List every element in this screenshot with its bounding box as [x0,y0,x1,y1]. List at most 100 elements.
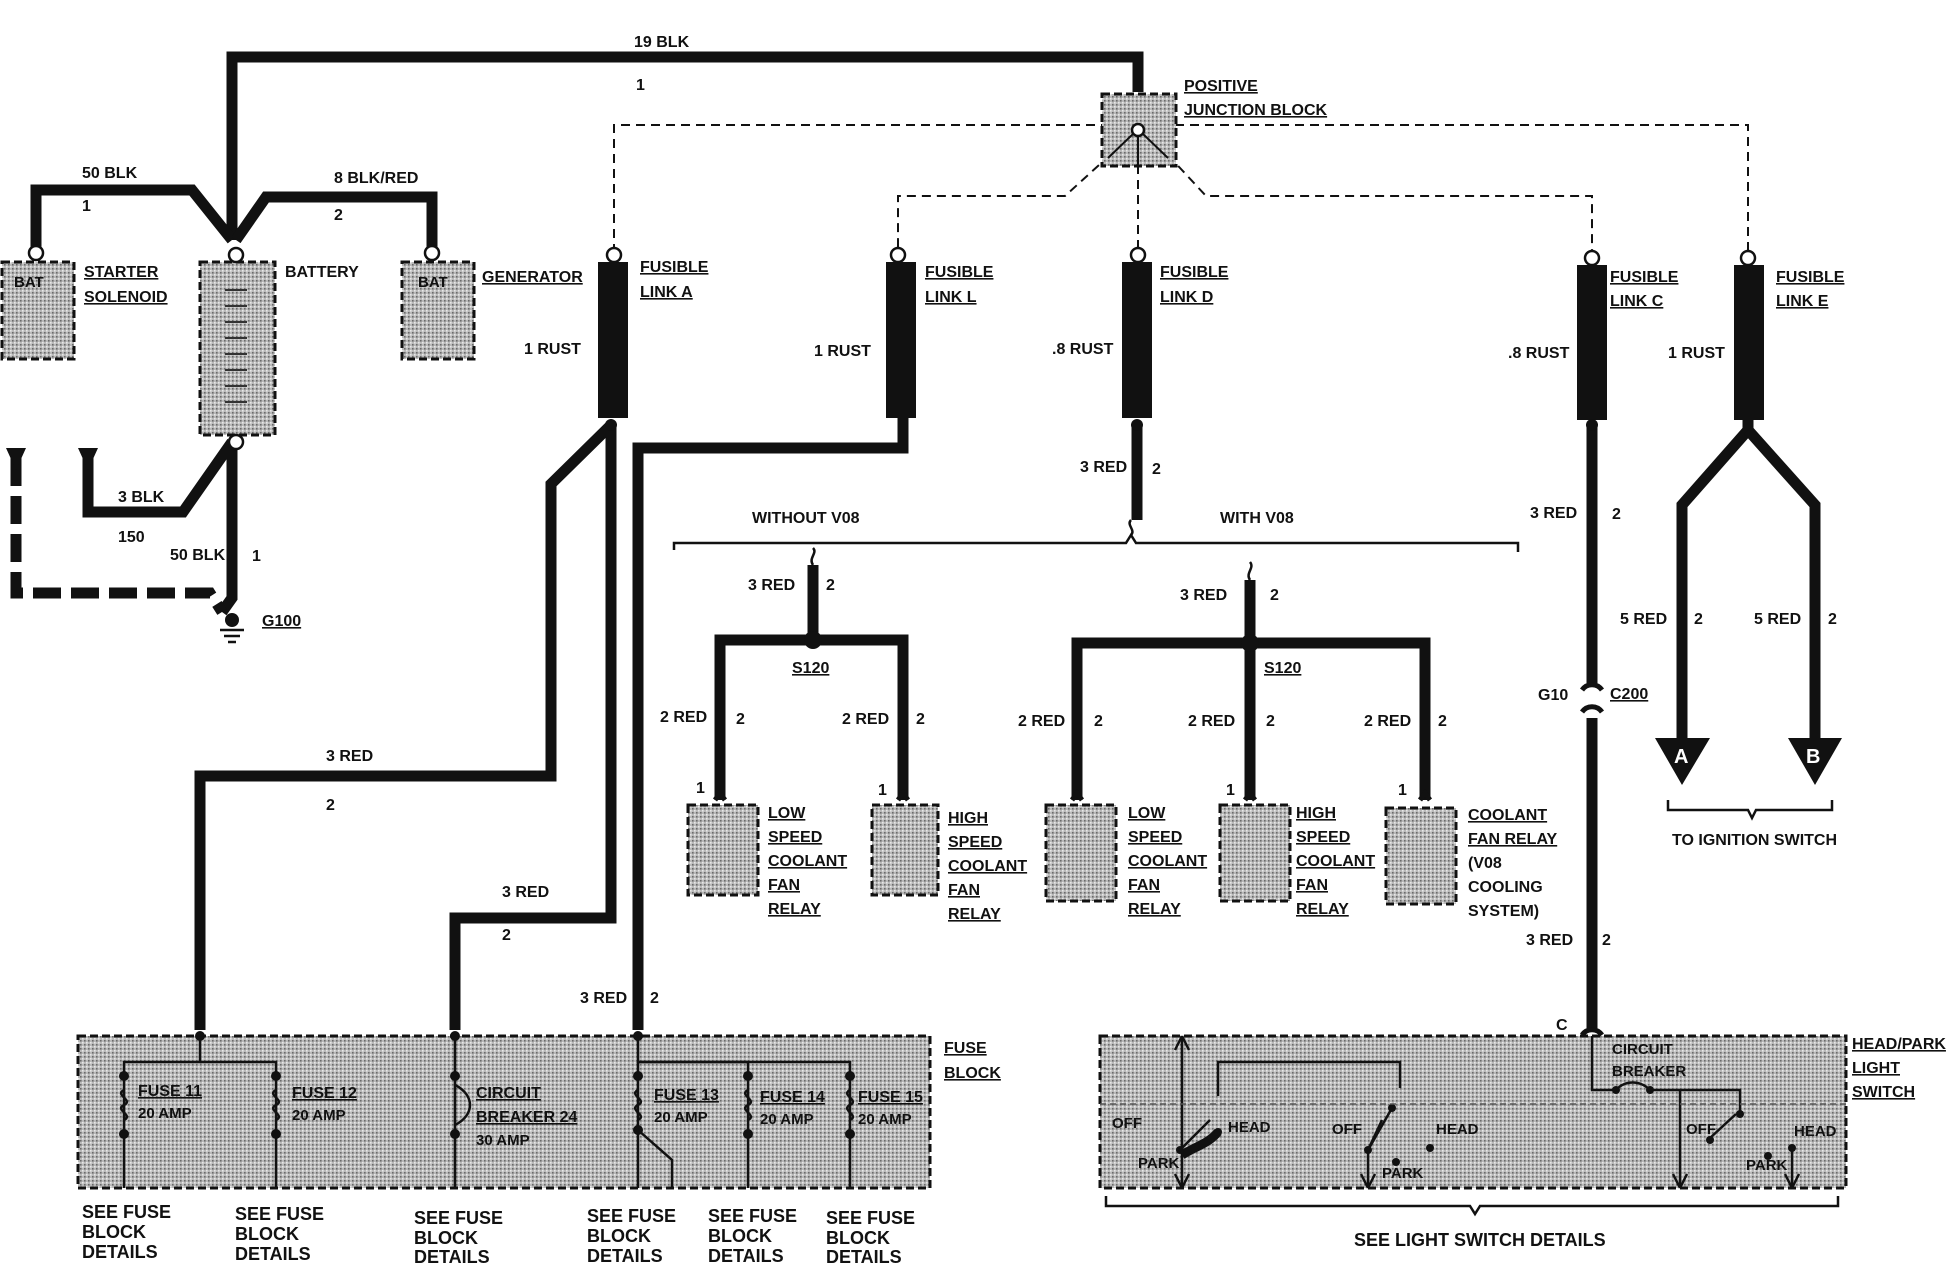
switch-2-positions: OFF HEAD PARK [1332,1121,1479,1182]
circuit-breaker-24: CIRCUIT BREAKER 24 30 AMP [476,1085,577,1149]
positive-junction-block: POSITIVE JUNCTION BLOCK [1100,78,1328,168]
wire-labels: 19 BLK 1 50 BLK 1 8 BLK/RED 2 3 BLK 150 … [82,34,1837,1007]
svg-text:50 BLK: 50 BLK [82,165,138,182]
svg-text:2: 2 [1438,713,1447,730]
svg-text:CIRCUIT: CIRCUIT [1612,1041,1673,1058]
see-fuse-details-2: SEE FUSE BLOCK DETAILS [235,1204,324,1264]
svg-text:HEAD: HEAD [1794,1123,1837,1140]
starter-solenoid: BAT STARTER SOLENOID [0,244,168,361]
svg-text:SYSTEM): SYSTEM) [1468,903,1539,920]
svg-text:FAN: FAN [768,877,800,894]
svg-text:150: 150 [118,529,145,546]
svg-text:RELAY: RELAY [1128,901,1181,918]
svg-text:FUSE 14: FUSE 14 [760,1089,825,1106]
v08-branch-brace: WITHOUT V08 WITH V08 [672,510,1520,581]
svg-text:3 RED: 3 RED [1526,932,1573,949]
svg-text:2: 2 [736,711,745,728]
see-fuse-details-5: SEE FUSE BLOCK DETAILS [708,1206,797,1264]
svg-text:RELAY: RELAY [768,901,821,918]
svg-text:1: 1 [878,782,887,799]
svg-text:LINK L: LINK L [925,289,977,306]
svg-text:SPEED: SPEED [948,834,1002,851]
svg-text:LINK A: LINK A [640,284,693,301]
fuse-details-notes: SEE FUSE BLOCK DETAILS SEE FUSE BLOCK DE… [82,1202,915,1264]
svg-text:DETAILS: DETAILS [235,1244,311,1264]
svg-text:20 AMP: 20 AMP [760,1111,814,1128]
svg-text:2: 2 [326,797,335,814]
svg-text:2: 2 [650,990,659,1007]
svg-text:BLOCK: BLOCK [826,1228,890,1248]
ground-label: G100 [262,613,301,630]
svg-text:SEE FUSE: SEE FUSE [708,1206,797,1226]
svg-text:20 AMP: 20 AMP [654,1109,708,1126]
svg-text:BATTERY: BATTERY [285,264,359,281]
svg-text:2: 2 [1094,713,1103,730]
svg-text:1: 1 [636,77,645,94]
svg-text:G10: G10 [1538,687,1568,704]
svg-text:HEAD: HEAD [1228,1119,1271,1136]
svg-text:HIGH: HIGH [1296,805,1336,822]
svg-text:2: 2 [1694,611,1703,628]
generator: BAT GENERATOR [400,244,583,361]
svg-text:2: 2 [1266,713,1275,730]
see-fuse-details-6: SEE FUSE BLOCK DETAILS [826,1208,915,1264]
see-fuse-details-4: SEE FUSE BLOCK DETAILS [587,1206,676,1264]
svg-text:SEE FUSE: SEE FUSE [82,1202,171,1222]
svg-text:FUSE: FUSE [944,1040,987,1057]
fusible-link-d: FUSIBLE LINK D [1122,246,1229,431]
svg-text:1 RUST: 1 RUST [524,341,581,358]
svg-text:SEE FUSE: SEE FUSE [587,1206,676,1226]
svg-text:3 RED: 3 RED [580,990,627,1007]
see-fuse-details-1: SEE FUSE BLOCK DETAILS [82,1202,171,1262]
svg-text:S120: S120 [792,660,829,677]
svg-text:LINK E: LINK E [1776,293,1829,310]
svg-text:HEAD/PARK: HEAD/PARK [1852,1036,1946,1053]
head-park-light-switch: HEAD/PARK LIGHT SWITCH [1098,1034,1946,1190]
svg-text:30 AMP: 30 AMP [476,1132,530,1149]
svg-text:LINK C: LINK C [1610,293,1664,310]
svg-text:2: 2 [826,577,835,594]
svg-text:BREAKER: BREAKER [1612,1063,1686,1080]
svg-text:LOW: LOW [1128,805,1166,822]
svg-text:PARK: PARK [1138,1155,1180,1172]
svg-text:FUSIBLE: FUSIBLE [1610,269,1679,286]
svg-text:COOLANT: COOLANT [948,858,1027,875]
svg-text:POSITIVE: POSITIVE [1184,78,1258,95]
svg-text:BLOCK: BLOCK [587,1226,651,1246]
svg-text:5 RED: 5 RED [1620,611,1667,628]
svg-text:PARK: PARK [1382,1165,1424,1182]
svg-text:1: 1 [1398,782,1407,799]
svg-text:COOLING: COOLING [1468,879,1543,896]
svg-text:WITH V08: WITH V08 [1220,510,1294,527]
svg-text:.8 RUST: .8 RUST [1052,341,1114,358]
svg-text:OFF: OFF [1112,1115,1142,1132]
light-switch-details-note: SEE LIGHT SWITCH DETAILS [1104,1196,1840,1250]
svg-text:SPEED: SPEED [1296,829,1350,846]
splice-s120-right: S120 [1241,634,1301,677]
svg-text:2: 2 [1612,506,1621,523]
svg-text:2: 2 [1602,932,1611,949]
svg-text:C200: C200 [1610,686,1648,703]
svg-text:1: 1 [696,780,705,797]
svg-text:2: 2 [1828,611,1837,628]
svg-text:2 RED: 2 RED [660,709,707,726]
svg-text:LOW: LOW [768,805,806,822]
svg-text:DETAILS: DETAILS [414,1247,490,1264]
ignition-arrows: A B TO IGNITION SWITCH [1655,738,1842,849]
svg-text:FAN RELAY: FAN RELAY [1468,831,1558,848]
switch-1-positions: OFF HEAD PARK [1112,1115,1271,1172]
svg-text:2: 2 [1270,587,1279,604]
svg-text:COOLANT: COOLANT [1296,853,1375,870]
svg-text:20 AMP: 20 AMP [138,1105,192,1122]
svg-text:3 RED: 3 RED [1080,459,1127,476]
svg-text:3 RED: 3 RED [1180,587,1227,604]
svg-text:SEE FUSE: SEE FUSE [826,1208,915,1228]
svg-text:CIRCUIT: CIRCUIT [476,1085,541,1102]
connector-c200: G10 C200 C [1538,682,1648,1037]
svg-text:WITHOUT V08: WITHOUT V08 [752,510,860,527]
svg-text:FAN: FAN [1296,877,1328,894]
svg-text:3 RED: 3 RED [502,884,549,901]
battery: BATTERY [198,246,359,451]
svg-text:1: 1 [82,198,91,215]
